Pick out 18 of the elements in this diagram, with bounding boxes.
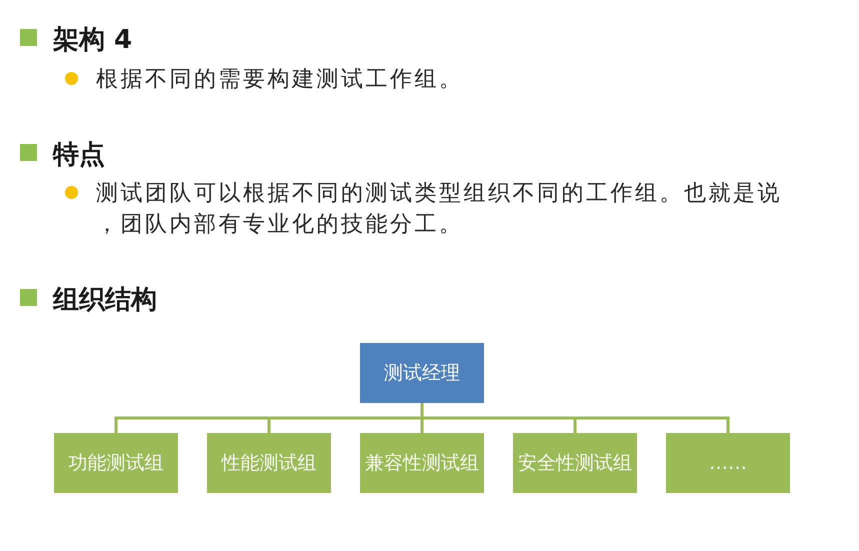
- connector-line: [420, 403, 730, 433]
- org-chart-box: [54, 433, 178, 493]
- node-label: 性能测试组: [222, 451, 316, 475]
- node-label: 安全性测试组: [518, 451, 632, 475]
- org-chart-box: [360, 343, 484, 403]
- node-label: 功能测试组: [68, 451, 164, 475]
- org-chart-box: [207, 433, 331, 493]
- section-heading: 架构 4: [53, 24, 132, 56]
- bullet-text: 根据不同的需要构建测试工作组。: [96, 66, 464, 94]
- bullet-text: 测试团队可以根据不同的测试类型组织不同的工作组。也就是说，团队内部有专业化的技能分工。: [96, 180, 783, 238]
- org-chart-box: [360, 433, 484, 493]
- node-label: 兼容性测试组: [365, 451, 479, 475]
- node-label: 测试经理: [384, 361, 460, 385]
- section-heading: 组织结构: [53, 284, 157, 316]
- section-heading: 特点: [53, 139, 105, 171]
- org-chart-box: [666, 433, 790, 493]
- org-chart-box: [513, 433, 637, 493]
- node-label: ……: [709, 451, 747, 475]
